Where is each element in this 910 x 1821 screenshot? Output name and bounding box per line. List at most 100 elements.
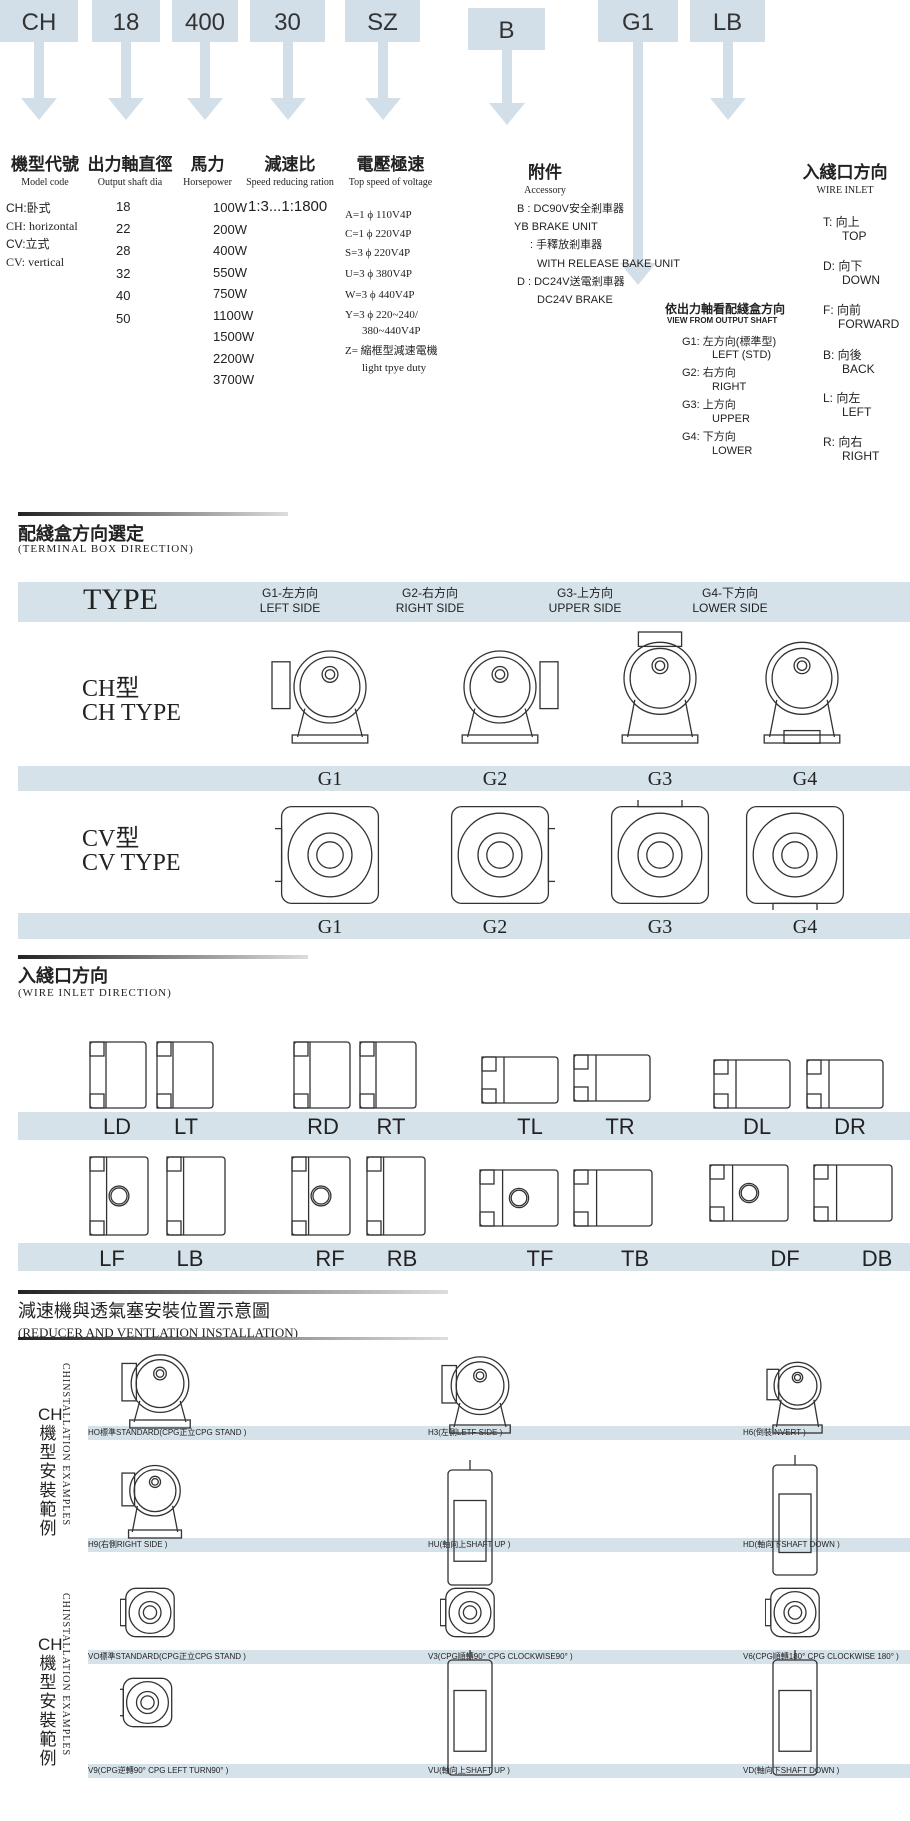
wire-label: LT [173, 1114, 199, 1139]
view-title: 依出力軸看配綫盒方向 [665, 302, 786, 316]
list-item: UPPER [712, 413, 750, 425]
list-item: TOP [842, 229, 867, 243]
wire-label: TR [605, 1114, 635, 1139]
header-subtitle: Speed reducing ration [246, 177, 334, 188]
code-box: 18 [92, 0, 160, 42]
wire-inlet-tr-drawing [572, 1053, 652, 1103]
list-item: B: 向後 [823, 348, 862, 362]
list-item: 1100W [213, 307, 254, 323]
divider [18, 1290, 448, 1294]
list-item: A=1 ϕ 110V4P [345, 209, 412, 221]
wire-label: RD [307, 1114, 339, 1139]
wire-label: DF [770, 1246, 800, 1271]
code-box: 400 [172, 0, 238, 42]
wire-label: RB [386, 1246, 418, 1271]
cv-type-en: CV TYPE [82, 850, 181, 876]
list-item: light tpye duty [362, 362, 427, 374]
wire-inlet-dl-drawing [712, 1058, 792, 1110]
arrow-stem [633, 42, 643, 263]
section-subtitle: (REDUCER AND VENTLATION INSTALLATION) [18, 1325, 298, 1340]
arrow-down-icon [364, 98, 401, 120]
wire-inlet-lf-drawing [88, 1155, 150, 1237]
list-item: D : DC24V送電剎車器 [517, 276, 625, 288]
wire-inlet-ld-drawing [88, 1040, 148, 1110]
list-item: G4: 下方向 [682, 431, 736, 443]
wire-label: TB [620, 1246, 650, 1271]
arrow-stem [121, 42, 131, 98]
arrow-stem [200, 42, 210, 98]
list-item: CV: vertical [6, 255, 65, 269]
installation-v6-drawing [764, 1585, 825, 1640]
header-title: 出力軸直徑 [87, 155, 173, 174]
code-box: LB [690, 0, 765, 42]
arrow-stem [722, 42, 733, 98]
install-caption: V9(CPG逆轉90° CPG LEFT TURN90° ) [88, 1766, 229, 1775]
list-item: RIGHT [842, 449, 880, 463]
cv-motor-g1-drawing [269, 800, 385, 910]
list-item: BACK [842, 362, 875, 376]
divider [18, 512, 288, 516]
installation-vu-drawing [440, 1650, 500, 1785]
list-item: 18 [116, 199, 131, 214]
list-item: : 手釋放剎車器 [530, 239, 603, 251]
arrow-down-icon [21, 98, 57, 120]
list-item: FORWARD [838, 317, 900, 331]
g-label: G4 [792, 916, 818, 938]
install-caption: VU(軸向上SHAFT UP ) [428, 1766, 510, 1775]
code-box: CH [0, 0, 78, 42]
arrow-stem [377, 42, 388, 98]
list-item: D: 向下 [823, 259, 863, 273]
list-item: 50 [116, 311, 131, 326]
arrow-down-icon [620, 263, 656, 285]
installation-ho-drawing [120, 1350, 200, 1430]
header-title: 入綫口方向 [802, 163, 888, 182]
install-caption: HU(軸向上SHAFT UP ) [428, 1540, 511, 1549]
header-title: 電壓極速 [356, 155, 425, 174]
wire-inlet-rf-drawing [290, 1155, 352, 1237]
install-caption: HO標準STANDARD(CPG正立CPG STAND ) [88, 1428, 247, 1437]
cv-motor-g4-drawing [740, 800, 850, 916]
installation-hd-drawing [765, 1455, 825, 1585]
wire-label: LB [176, 1246, 204, 1271]
list-item: 28 [116, 243, 131, 258]
header-subtitle: Top speed of voltage [348, 177, 433, 188]
list-item: 380~440V4P [362, 325, 421, 337]
install-caption: HD(軸向下SHAFT DOWN ) [743, 1540, 840, 1549]
arrow-down-icon [269, 98, 306, 120]
arrow-down-icon [187, 98, 223, 120]
list-item: Z= 縮框型減速電機 [345, 345, 438, 357]
list-item: W=3 ϕ 440V4P [345, 289, 415, 301]
list-item: YB BRAKE UNIT [514, 221, 598, 233]
divider [18, 1337, 448, 1340]
wire-label: RT [376, 1114, 406, 1139]
installation-h3-drawing [440, 1350, 520, 1435]
column-header: 入綫口方向 WIRE INLET [790, 158, 900, 196]
wire-label: DR [834, 1114, 866, 1139]
list-item: 200W [213, 221, 247, 237]
list-item: WITH RELEASE BAKE UNIT [537, 258, 681, 270]
section-subtitle: (TERMINAL BOX DIRECTION) [18, 543, 194, 555]
arrow-down-icon [488, 103, 525, 125]
ch-motor-g2-drawing [440, 645, 560, 745]
header-title: 機型代號 [11, 155, 79, 174]
header-subtitle: WIRE INLET [816, 185, 874, 196]
wire-label: LF [99, 1246, 125, 1271]
list-item: T: 向上 [823, 215, 860, 229]
installation-v3-drawing [439, 1585, 500, 1640]
side-label-cn: CH機型安裝範例 [38, 1405, 63, 1538]
col-title-cn: G3-上方向 [556, 586, 613, 600]
g-label: G3 [647, 916, 673, 938]
col-title-en: UPPER SIDE [548, 601, 622, 615]
list-item: R: 向右 [823, 435, 863, 449]
wire-inlet-rd-drawing [292, 1040, 352, 1110]
section-subtitle: (WIRE INLET DIRECTION) [18, 987, 172, 999]
wire-label: DL [742, 1114, 772, 1139]
list-item: 750W [213, 286, 247, 301]
list-item: Y=3 ϕ 220~240/ [345, 309, 418, 321]
list-item: 550W [213, 264, 247, 280]
column-header: 電壓極速 Top speed of voltage [338, 150, 443, 188]
label-band [18, 1112, 910, 1140]
list-item: 400W [213, 243, 247, 258]
